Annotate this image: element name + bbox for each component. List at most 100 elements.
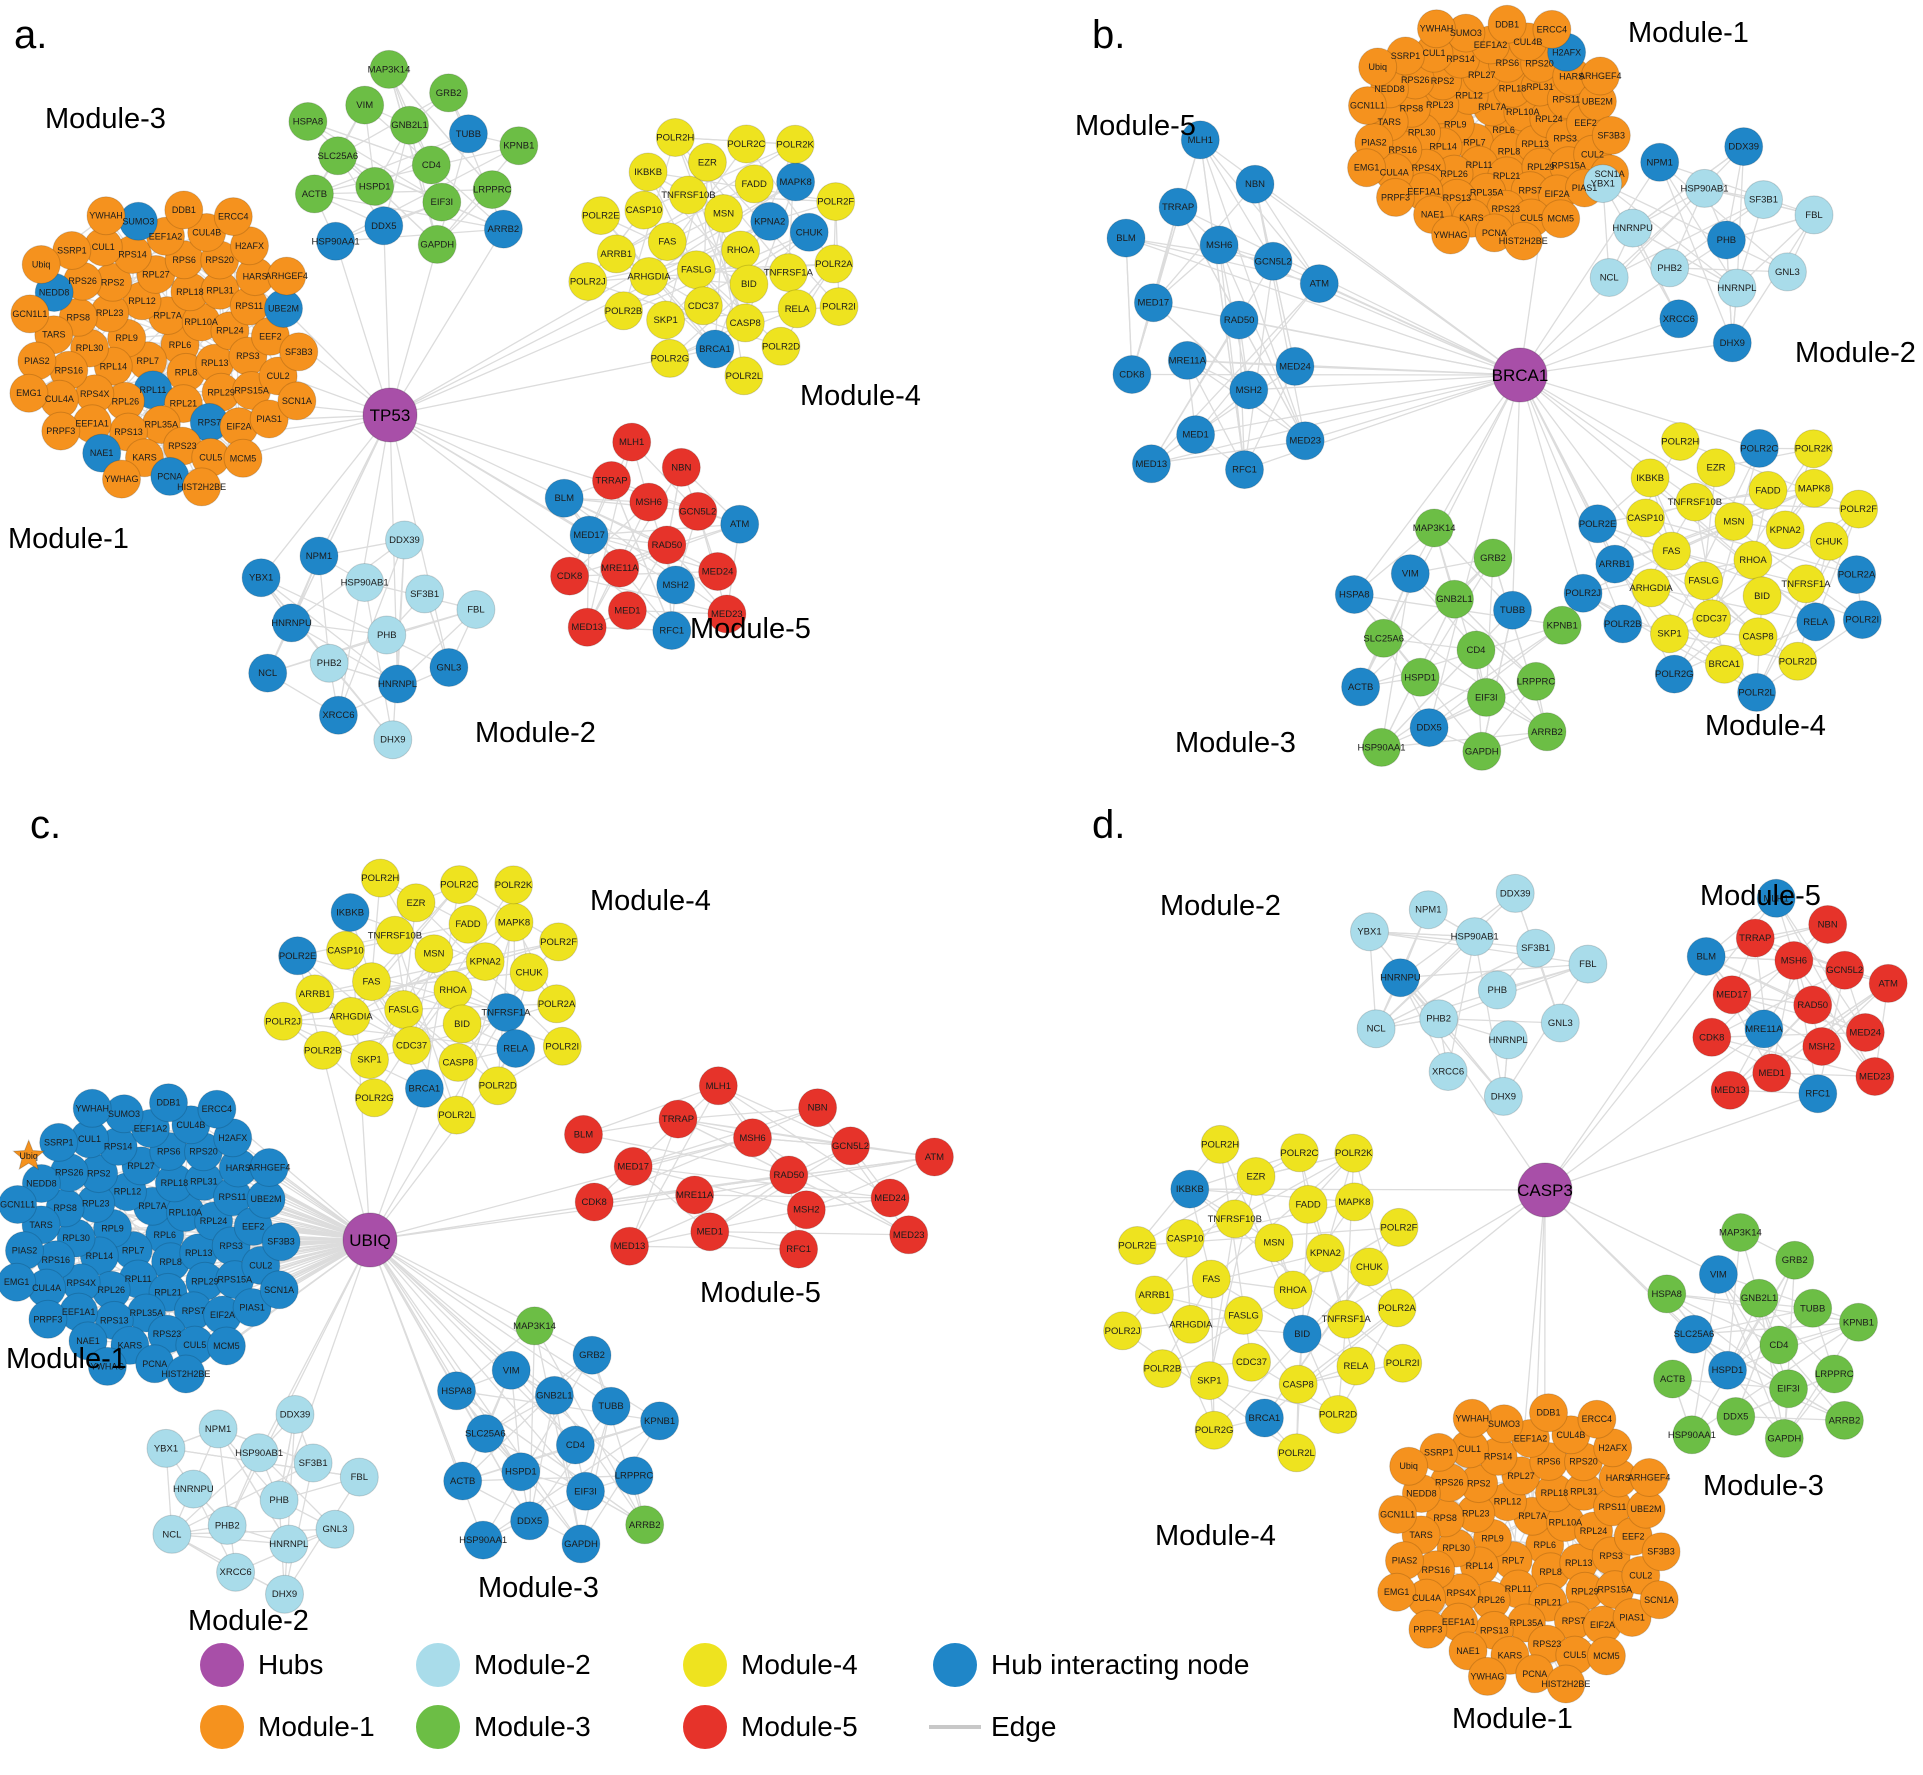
node-NPM1 <box>198 1409 238 1449</box>
edge <box>1428 374 1521 728</box>
node-IKBKB <box>628 152 668 192</box>
edge <box>349 911 486 963</box>
legend-label-module-3: Module-3 <box>474 1711 591 1742</box>
edge <box>389 414 565 499</box>
node-TRRAP <box>1735 918 1775 958</box>
node-DDX39 <box>275 1395 315 1434</box>
node-POLR2E <box>278 936 318 976</box>
node-MRE11A <box>1744 1009 1784 1049</box>
node-MAP3K14 <box>515 1306 555 1346</box>
edge <box>1711 924 1829 1038</box>
node-DDB1 <box>164 190 204 230</box>
edge <box>1519 374 1624 625</box>
node-DDB1 <box>149 1083 188 1123</box>
edge <box>528 1325 536 1521</box>
node-CD4 <box>555 1425 595 1465</box>
edge <box>1254 183 1320 284</box>
edge <box>260 577 450 669</box>
edge <box>1399 977 1504 1097</box>
node-MCM5 <box>223 438 263 478</box>
node-ARHGDIA <box>1631 568 1671 608</box>
node-CDK8 <box>1692 1017 1732 1057</box>
legend-item-module-5: Module-5 <box>683 1705 858 1749</box>
node-MED17 <box>613 1146 653 1186</box>
legend-label-module-1: Module-1 <box>258 1711 375 1742</box>
node-DHX9 <box>373 720 413 760</box>
node-DDX5 <box>1716 1397 1756 1436</box>
edge <box>1195 374 1521 436</box>
edge <box>533 1325 582 1545</box>
edge <box>752 1137 910 1236</box>
edge <box>1297 1307 1398 1385</box>
legend-label-hub-interacting-node: Hub interacting node <box>991 1649 1249 1680</box>
node-HSPA8 <box>288 102 328 141</box>
node-TNFRSF1A <box>486 993 526 1032</box>
edge <box>1319 283 1521 376</box>
node-ARRB2 <box>625 1505 665 1545</box>
node-POLR2C <box>439 865 479 905</box>
node-EMG1 <box>1347 148 1387 188</box>
node-MED1 <box>690 1212 730 1252</box>
node-IKBKB <box>1630 458 1670 498</box>
node-ATM <box>1868 963 1908 1003</box>
node-YBX1 <box>146 1428 186 1468</box>
node-BRCA1 <box>404 1068 444 1108</box>
hub-label-CASP3: CASP3 <box>1517 1181 1573 1200</box>
node-SF3B1 <box>1516 928 1556 968</box>
legend-item-module-1: Module-1 <box>200 1705 375 1749</box>
edge <box>1711 1031 1866 1038</box>
edge <box>1199 139 1246 470</box>
edge <box>1447 936 1476 1072</box>
edge <box>1195 283 1320 436</box>
edge <box>1375 947 1536 1030</box>
node-HSP90AA1 <box>463 1520 503 1560</box>
node-MLH1 <box>1180 120 1220 160</box>
module-label-module-4: Module-4 <box>1705 710 1826 742</box>
node-GCN1L1 <box>1348 86 1387 126</box>
node-GCN5L2 <box>678 491 718 531</box>
edge <box>217 1428 290 1545</box>
module-label-module-2: Module-2 <box>188 1605 309 1637</box>
edge <box>529 1405 612 1522</box>
edge <box>278 1239 371 1501</box>
node-XRCC6 <box>216 1552 256 1592</box>
module-label-module-1: Module-1 <box>1628 17 1749 49</box>
node-RHOA <box>433 970 473 1010</box>
edge <box>1775 897 1866 1033</box>
module-label-module-2: Module-2 <box>1795 337 1916 369</box>
node-HSP90AB1 <box>239 1433 279 1473</box>
edge <box>1793 960 1819 1094</box>
node-POLR2G <box>354 1078 394 1118</box>
node-XRCC6 <box>1428 1052 1468 1091</box>
edge <box>610 480 673 631</box>
node-MLH1 <box>698 1066 738 1106</box>
hub-label-UBIQ: UBIQ <box>349 1231 391 1250</box>
node-MED1 <box>607 591 647 630</box>
node-MAPK8 <box>1794 468 1834 508</box>
node-ACTB <box>443 1461 483 1501</box>
edge <box>1717 1274 1785 1439</box>
node-PRPF3 <box>28 1299 68 1339</box>
edge <box>1659 161 1738 289</box>
node-VIM <box>1390 554 1430 594</box>
edge <box>369 1012 507 1241</box>
edge <box>1519 318 1680 376</box>
node-GNL3 <box>315 1509 355 1549</box>
node-POLR2K <box>1794 429 1833 469</box>
node-TNFRSF1A <box>1786 564 1826 604</box>
node-BID <box>729 264 769 304</box>
node-NPM1 <box>299 536 339 576</box>
node-Ubiq <box>1358 47 1398 87</box>
node-EMG1 <box>1377 1572 1417 1612</box>
edge <box>369 1239 458 1392</box>
edge <box>1544 1093 1819 1191</box>
node-CASP8 <box>438 1042 478 1082</box>
module-label-module-5: Module-5 <box>700 1277 821 1309</box>
node-NCL <box>248 653 288 693</box>
node-MSN <box>704 194 743 233</box>
edge <box>1360 557 1494 688</box>
edge <box>369 1239 612 1407</box>
node-GCN1L1 <box>10 294 50 334</box>
node-PRPF3 <box>1376 177 1415 217</box>
node-BID <box>1742 576 1782 616</box>
